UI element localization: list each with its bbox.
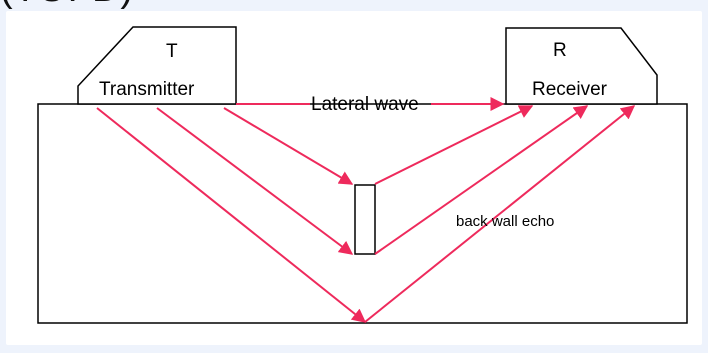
receiver-probe (505, 27, 658, 105)
defect-crack (354, 184, 376, 255)
lateral-wave-label: Lateral wave (311, 94, 419, 115)
ray-from-defect-top (374, 105, 534, 185)
ray-to-defect-bottom (156, 107, 354, 255)
clipped-title: (TOFD) (0, 0, 134, 8)
transmitter-label: Transmitter (99, 79, 195, 100)
ray-to-defect-top (223, 107, 354, 185)
ray-to-back-wall (96, 107, 367, 323)
back-wall-echo-label: back wall echo (456, 213, 554, 230)
receiver-label: Receiver (532, 79, 608, 100)
ray-from-defect-bottom (374, 105, 589, 255)
receiver-letter: R (553, 40, 567, 61)
ray-back-wall-echo (364, 105, 636, 323)
transmitter-letter: T (166, 41, 178, 62)
transmitter-probe (77, 26, 237, 105)
